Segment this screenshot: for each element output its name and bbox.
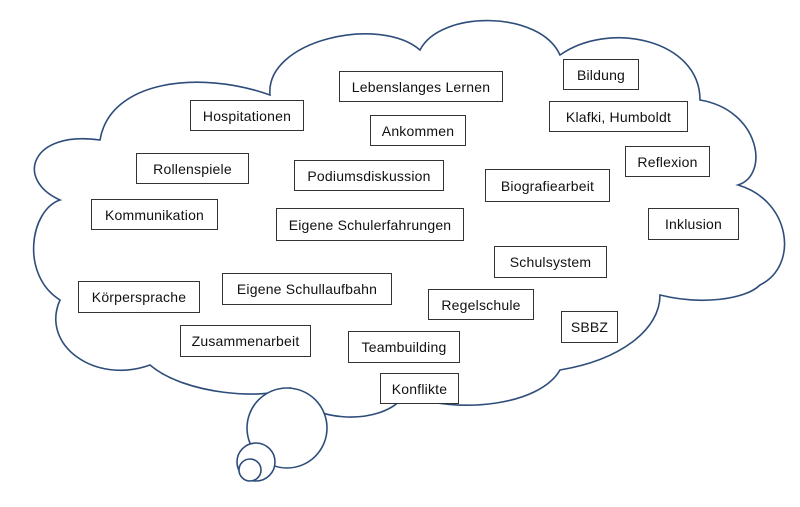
term-regelschule: Regelschule <box>428 289 534 320</box>
term-klafki-humboldt: Klafki, Humboldt <box>549 101 688 132</box>
term-kommunikation: Kommunikation <box>91 199 218 230</box>
term-reflexion: Reflexion <box>625 146 710 177</box>
term-inklusion: Inklusion <box>648 208 739 240</box>
term-podiumsdiskussion: Podiumsdiskussion <box>294 160 444 191</box>
term-bildung: Bildung <box>563 59 639 90</box>
term-eigene-schulerfahrungen: Eigene Schulerfahrungen <box>276 208 464 241</box>
term-konflikte: Konflikte <box>380 373 459 404</box>
term-eigene-schullaufbahn: Eigene Schullaufbahn <box>222 273 392 305</box>
thought-bubble-small <box>238 458 262 482</box>
term-koerpersprache: Körpersprache <box>78 281 200 313</box>
term-ankommen: Ankommen <box>370 115 466 146</box>
term-hospitationen: Hospitationen <box>190 100 304 131</box>
term-schulsystem: Schulsystem <box>494 246 607 278</box>
term-biografiearbeit: Biografiearbeit <box>485 169 610 202</box>
term-lebenslanges-lernen: Lebenslanges Lernen <box>339 71 503 102</box>
term-zusammenarbeit: Zusammenarbeit <box>180 325 311 357</box>
term-sbbz: SBBZ <box>561 311 618 343</box>
term-teambuilding: Teambuilding <box>348 331 460 363</box>
term-rollenspiele: Rollenspiele <box>136 153 249 184</box>
